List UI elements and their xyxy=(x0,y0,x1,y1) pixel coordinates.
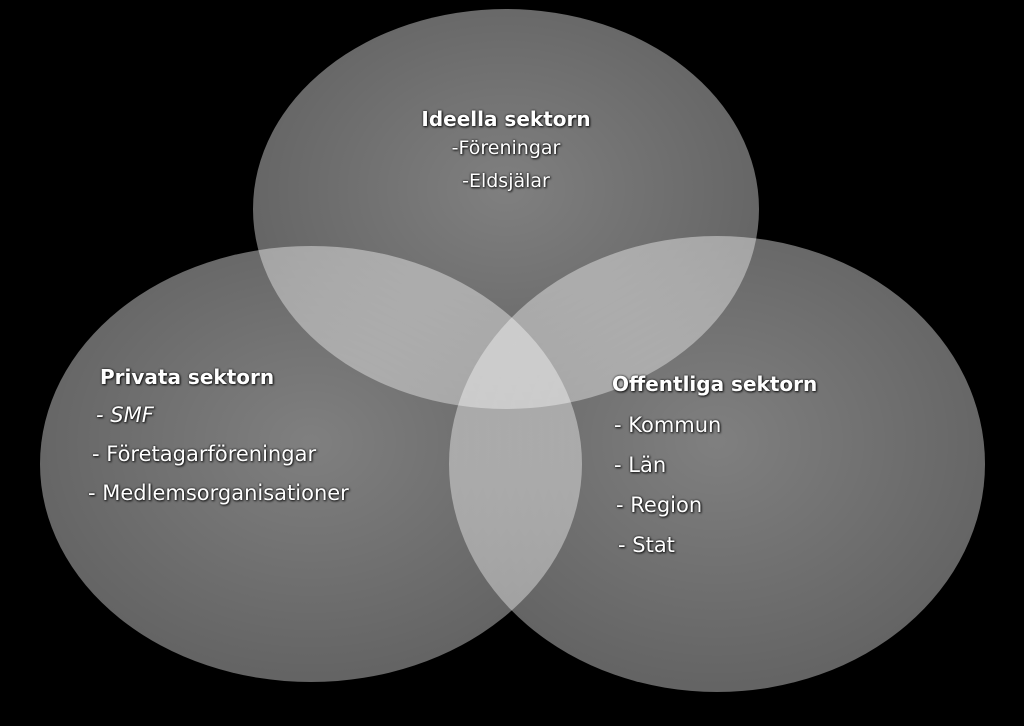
ideella-item: -Eldsjälar xyxy=(462,170,550,192)
offentliga-circle xyxy=(449,236,985,692)
offentliga-title: Offentliga sektorn xyxy=(612,372,818,396)
offentliga-item: - Kommun xyxy=(614,413,722,437)
privata-circle xyxy=(40,246,582,682)
privata-item: - Medlemsorganisationer xyxy=(88,481,349,505)
offentliga-item: - Stat xyxy=(618,533,675,557)
privata-item: - Företagarföreningar xyxy=(92,442,317,466)
privata-label: Privata sektorn - SMF - Företagarförenin… xyxy=(88,364,349,513)
ideella-item: -Föreningar xyxy=(451,137,561,159)
ideella-label: Ideella sektorn -Föreningar -Eldsjälar xyxy=(406,106,606,198)
privata-item: - SMF xyxy=(96,403,154,427)
offentliga-item: - Län xyxy=(614,453,667,477)
privata-title: Privata sektorn xyxy=(100,365,275,389)
ideella-title: Ideella sektorn xyxy=(421,107,591,131)
offentliga-label: Offentliga sektorn - Kommun - Län - Regi… xyxy=(612,371,817,565)
offentliga-item: - Region xyxy=(616,493,703,517)
